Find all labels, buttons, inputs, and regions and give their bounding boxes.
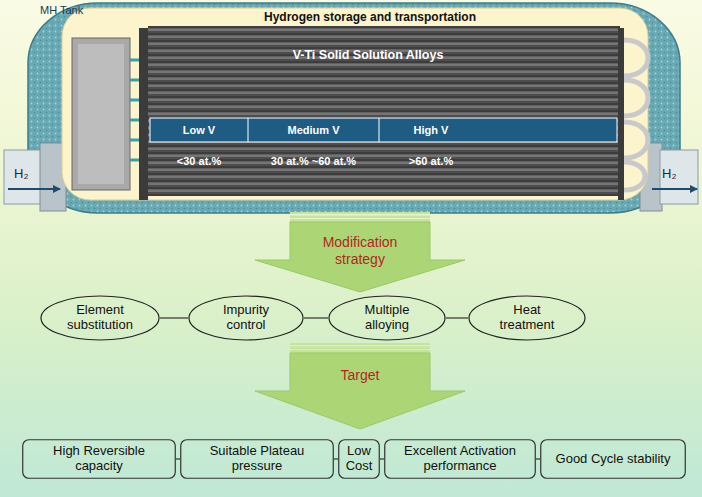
strategy-ellipse: Element substitution <box>40 295 160 341</box>
target-text: Low Cost <box>344 444 374 474</box>
target-text: Suitable Plateau pressure <box>186 444 328 474</box>
flow-arrow: Modification strategy <box>255 222 465 292</box>
strategy-text: Heat treatment <box>485 303 570 333</box>
target-box: Excellent Activation performance <box>384 439 536 479</box>
target-text: Excellent Activation performance <box>390 444 530 474</box>
gas-label: H₂ <box>662 166 676 181</box>
box-shape <box>385 440 536 479</box>
connector-line <box>380 458 384 459</box>
tank-shell: MH TankHydrogen storage and transportati… <box>28 2 680 214</box>
band-text: Medium V <box>248 118 379 142</box>
ellipse-shape <box>469 296 585 340</box>
connector-line <box>304 317 328 318</box>
connector-line <box>334 458 338 459</box>
chamber-heading: Hydrogen storage and transportation <box>170 10 570 24</box>
arrow-body <box>255 222 465 292</box>
target-box: Good Cycle stability <box>540 439 686 479</box>
band-text: High V <box>379 118 483 142</box>
flow-arrow: Target <box>255 353 465 429</box>
target-box: High Reversible capacity <box>22 439 176 479</box>
connector-line <box>160 317 188 318</box>
alloy-band-cell: Medium V30 at.% ~60 at.% <box>248 118 379 142</box>
target-box: Suitable Plateau pressure <box>180 439 334 479</box>
alloy-title: V-Ti Solid Solution Alloys <box>158 48 578 62</box>
ellipse-shape <box>41 296 159 340</box>
connector-line <box>536 458 540 459</box>
strategy-ellipse: Multiple alloying <box>328 295 446 341</box>
composition-range: <30 at.% <box>150 155 248 167</box>
box-shape <box>541 440 686 479</box>
box-shape <box>23 440 176 479</box>
connector-line <box>176 458 180 459</box>
strategy-ellipse: Impurity control <box>188 295 304 341</box>
band-text: Low V <box>150 118 248 142</box>
composition-range: 30 at.% ~60 at.% <box>248 155 379 167</box>
arrow-text: Target <box>300 367 420 384</box>
tank-chamber: Hydrogen storage and transportationV-Ti … <box>62 8 648 200</box>
ellipse-shape <box>329 296 445 340</box>
box-shape <box>339 440 380 479</box>
alloy-band-cell: High V>60 at.% <box>379 118 617 142</box>
strategy-text: Impurity control <box>204 303 288 333</box>
strategy-ellipse: Heat treatment <box>468 295 586 341</box>
target-box: Low Cost <box>338 439 380 479</box>
box-shape <box>181 440 334 479</box>
connector-line <box>446 317 468 318</box>
strategy-text: Multiple alloying <box>345 303 430 333</box>
arrow-text: Modification strategy <box>300 234 420 268</box>
alloy-band-cell: Low V<30 at.% <box>150 118 248 142</box>
gas-label: H₂ <box>14 166 28 181</box>
ellipse-shape <box>189 296 303 340</box>
tank-label: MH Tank <box>40 4 83 16</box>
composition-range: >60 at.% <box>379 155 483 167</box>
arrow-shape <box>255 353 465 429</box>
arrow-body <box>255 353 465 429</box>
strategy-text: Element substitution <box>57 303 143 333</box>
target-text: High Reversible capacity <box>28 444 170 474</box>
target-text: Good Cycle stability <box>556 452 671 467</box>
